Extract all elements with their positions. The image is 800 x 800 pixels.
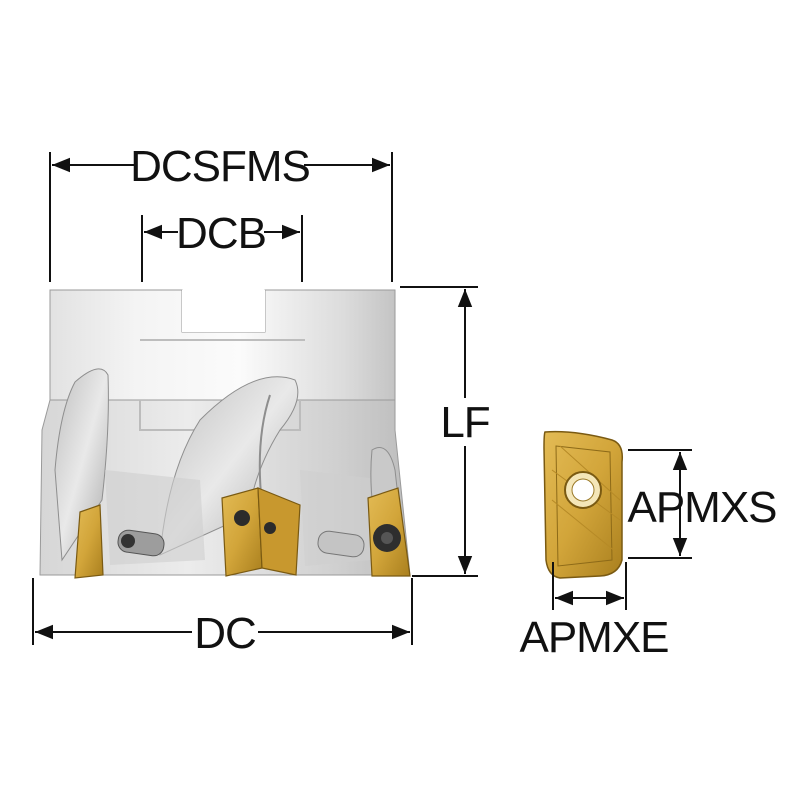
- cutter-insert-left: [74, 504, 104, 579]
- label-dcsfms: DCSFMS: [130, 142, 310, 191]
- label-dc: DC: [194, 609, 256, 658]
- screw-right: [317, 530, 365, 558]
- flute-left: [54, 368, 109, 562]
- insert-detail: [543, 430, 624, 579]
- drive-slot: [182, 290, 265, 332]
- screw-left: [117, 529, 165, 557]
- label-apmxs: APMXS: [627, 483, 776, 532]
- cutter-insert-right: [367, 487, 411, 577]
- label-apmxe: APMXE: [519, 613, 668, 662]
- cutter-insert-center: [221, 487, 301, 577]
- label-dcb: DCB: [176, 209, 266, 258]
- label-lf: LF: [440, 398, 489, 447]
- cutter-body: [39, 289, 411, 576]
